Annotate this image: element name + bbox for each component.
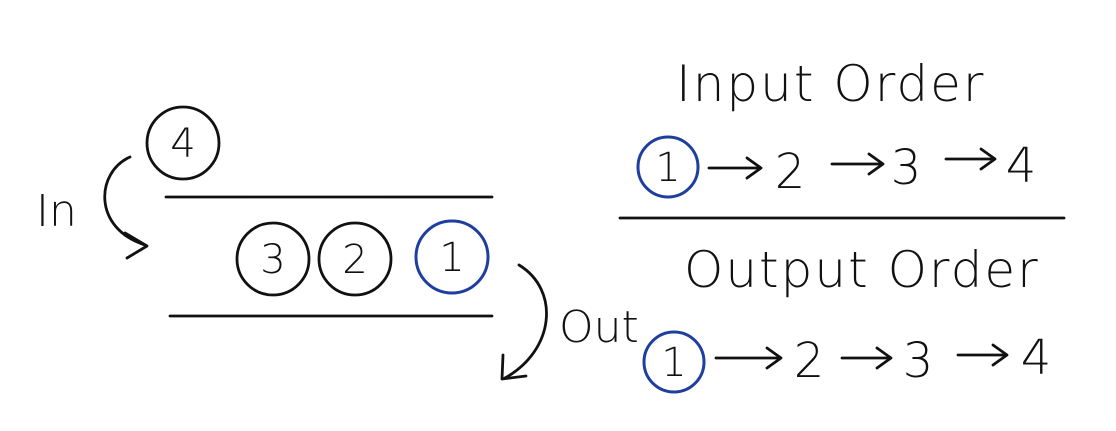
arrow-icon	[840, 346, 893, 370]
arrow-icon	[956, 343, 1009, 367]
incoming-item-label: 4	[170, 121, 195, 167]
queue-item-label: 2	[342, 237, 367, 283]
sequence-item-label: 4	[1021, 330, 1052, 386]
in-arrow	[103, 155, 147, 247]
order-panel: Input Order 1 2 3 4 Out	[618, 55, 1066, 394]
output-order-sequence: 1 2 3 4	[642, 330, 1052, 394]
sequence-item-label: 4	[1006, 138, 1037, 194]
queue-item-label: 3	[260, 237, 285, 283]
arrow-icon	[944, 147, 997, 171]
sequence-item-label: 2	[794, 333, 825, 389]
sequence-item-label: 1	[661, 340, 686, 386]
sequence-item-label: 3	[903, 333, 934, 389]
queue-illustration: In 4 3 2 1 Out	[36, 105, 639, 381]
sequence-item-label: 2	[775, 144, 806, 200]
out-arrow-head	[500, 353, 528, 381]
sequence-item-highlight: 1	[642, 330, 706, 394]
arrow-icon	[830, 152, 885, 176]
incoming-item: 4	[145, 105, 221, 181]
in-arrow-head	[123, 231, 149, 260]
arrow-icon	[714, 346, 783, 370]
input-order-sequence: 1 2 3 4	[636, 135, 1037, 200]
sequence-item-highlight: 1	[636, 135, 700, 199]
out-arrow	[503, 263, 548, 380]
in-label: In	[36, 186, 77, 237]
out-label: Out	[559, 302, 639, 353]
queue-item: 3	[235, 221, 311, 297]
input-order-title: Input Order	[676, 55, 985, 113]
queue-item-label: 1	[439, 235, 464, 281]
arrow-icon	[707, 156, 763, 180]
queue-item: 2	[317, 221, 393, 297]
sequence-item-label: 1	[655, 145, 680, 191]
output-order-title: Output Order	[684, 241, 1040, 299]
queue-item-front: 1	[414, 219, 490, 295]
sequence-item-label: 3	[891, 140, 922, 196]
